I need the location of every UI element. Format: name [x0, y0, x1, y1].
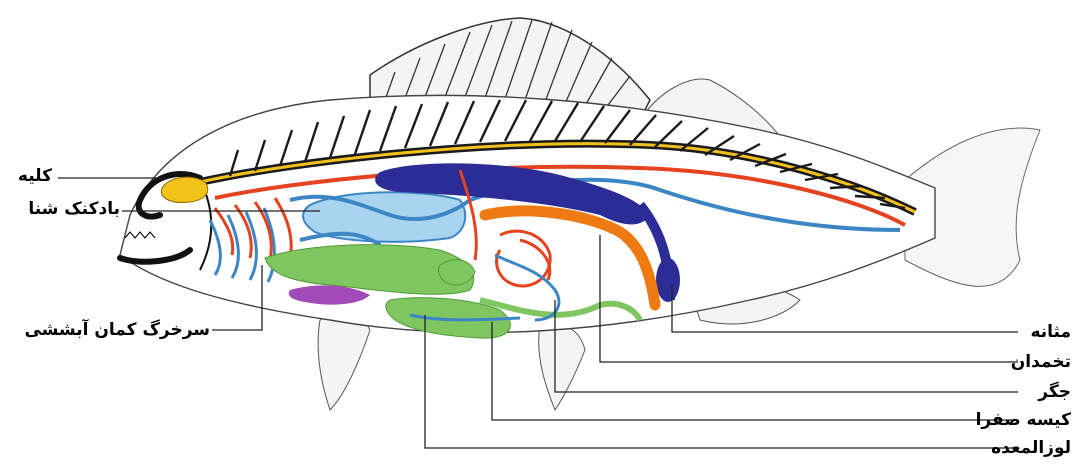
label-ovary: تخمدان: [1011, 352, 1071, 372]
label-gall-bladder: کیسه صفرا: [976, 410, 1071, 430]
label-swim-bladder: بادکنک شنا: [28, 199, 120, 219]
label-gill-arch-artery: سرخرگ کمان آبششی: [24, 320, 210, 340]
second-ventral-fin: [539, 324, 585, 410]
label-pancreas: لوزالمعده: [991, 438, 1071, 458]
label-kidney: کلیه: [18, 166, 52, 186]
label-bladder: مثانه: [1030, 322, 1071, 342]
urinary-bladder: [656, 258, 680, 302]
label-liver: جگر: [1038, 382, 1071, 402]
